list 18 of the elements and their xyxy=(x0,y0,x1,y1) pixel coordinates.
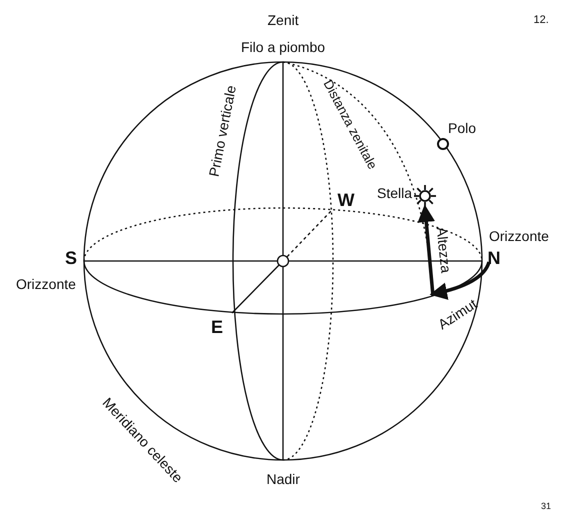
cardinal-point-label: W xyxy=(338,191,354,209)
horizon-label: Orizzonte xyxy=(489,229,549,243)
arrow xyxy=(418,204,435,296)
cardinal-point-label: N xyxy=(488,249,500,267)
zenith-label: Zenit xyxy=(268,13,299,27)
cardinal-point-label: S xyxy=(65,249,78,267)
figure-number: 12. xyxy=(534,14,549,26)
nadir-label: Nadir xyxy=(266,472,300,486)
arc-label: Primo verticale xyxy=(206,84,238,178)
pole-label: Polo xyxy=(448,121,476,135)
star-label: Stella xyxy=(377,186,412,200)
plumb-line-label: Filo a piombo xyxy=(241,40,326,54)
page-number: 31 xyxy=(541,502,552,510)
edge-label: Altezza xyxy=(434,226,454,274)
arrow xyxy=(430,261,491,300)
star-icon xyxy=(413,184,437,208)
horizon-label: Orizzonte xyxy=(16,277,76,291)
cardinal-point-label: E xyxy=(211,318,224,336)
